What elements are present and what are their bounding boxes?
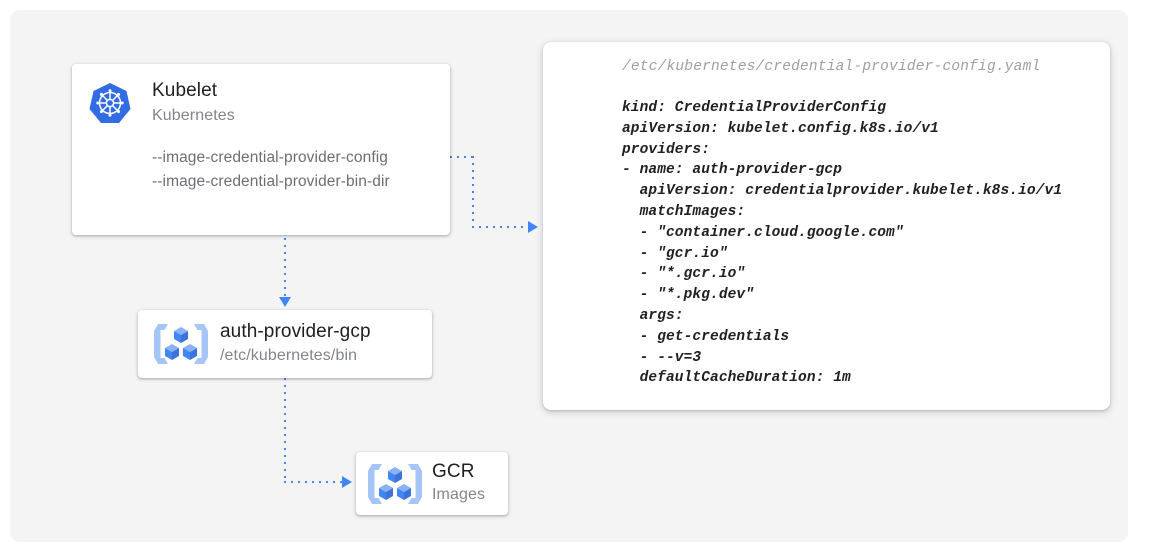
connector-authprovider-to-gcr-segment-2 (284, 481, 344, 483)
connector-kubelet-to-authprovider-line (284, 196, 286, 298)
config-yaml-content: kind: CredentialProviderConfig apiVersio… (622, 100, 1063, 387)
credential-provider-config-card[interactable]: /etc/kubernetes/credential-provider-conf… (543, 42, 1110, 410)
kubernetes-icon (87, 80, 133, 126)
connector-kubelet-to-config-segment-2 (472, 156, 474, 227)
kubelet-flag-config: --image-credential-provider-config (152, 149, 388, 166)
kubelet-flag-bin-dir: --image-credential-provider-bin-dir (152, 173, 390, 190)
container-registry-icon (366, 462, 424, 506)
kubelet-subtitle: Kubernetes (152, 107, 235, 124)
gcr-card[interactable]: GCR Images (356, 452, 508, 515)
connector-kubelet-to-config-arrowhead (528, 221, 538, 233)
kubelet-title: Kubelet (152, 80, 218, 101)
auth-provider-gcp-card[interactable]: auth-provider-gcp /etc/kubernetes/bin (138, 310, 432, 378)
gcr-title: GCR (432, 461, 475, 482)
config-file-path: /etc/kubernetes/credential-provider-conf… (622, 59, 1041, 75)
connector-kubelet-to-authprovider-arrowhead (279, 297, 291, 307)
connector-authprovider-to-gcr-arrowhead (342, 476, 352, 488)
auth-provider-gcp-subtitle: /etc/kubernetes/bin (220, 347, 358, 364)
container-registry-icon (152, 322, 210, 366)
auth-provider-gcp-title: auth-provider-gcp (220, 321, 371, 342)
connector-authprovider-to-gcr-segment-1 (284, 378, 286, 482)
connector-kubelet-to-config-segment-3 (472, 226, 530, 228)
kubelet-card[interactable]: Kubelet Kubernetes --image-credential-pr… (72, 64, 450, 235)
gcr-subtitle: Images (432, 486, 486, 503)
